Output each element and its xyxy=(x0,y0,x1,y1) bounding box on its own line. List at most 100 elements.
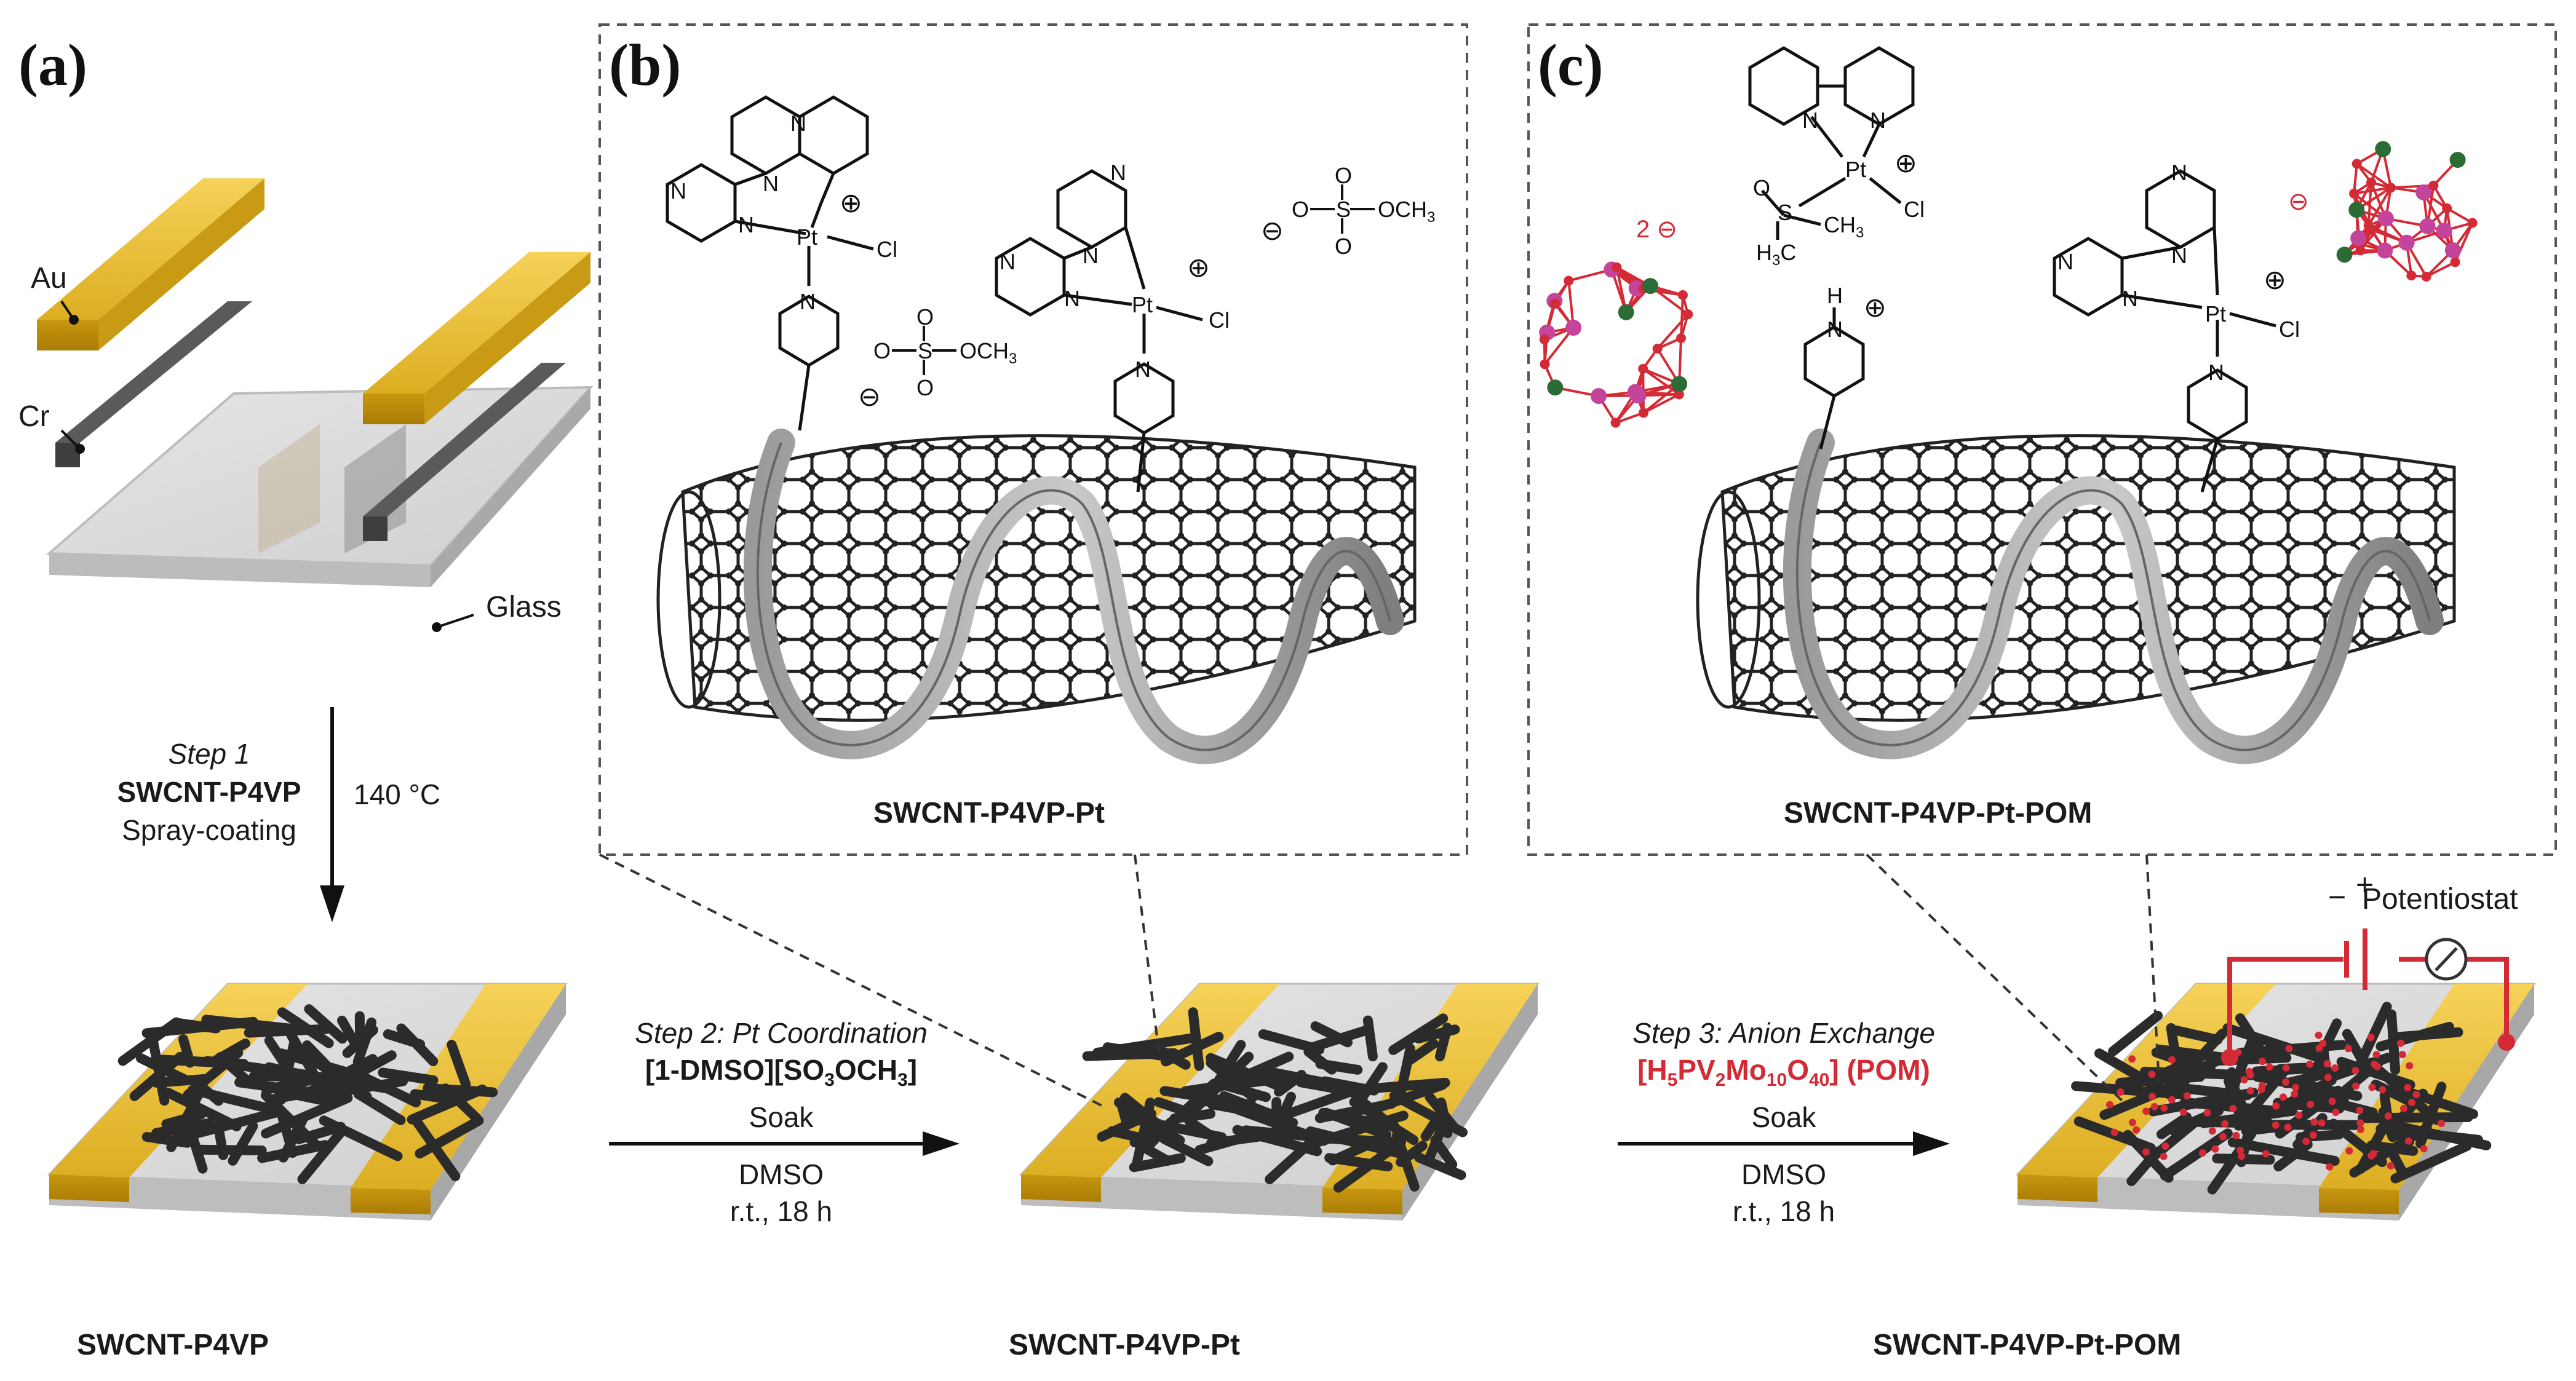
pom-dot xyxy=(2315,1044,2323,1052)
pom-dot xyxy=(2323,1060,2331,1068)
nanotube-c xyxy=(1696,429,2456,764)
au-right-strip xyxy=(363,252,590,394)
cation-charge: ⊕ xyxy=(2264,265,2286,295)
pom-atom xyxy=(1540,359,1550,370)
pom-dot xyxy=(2265,1063,2273,1071)
nanotube xyxy=(297,1125,348,1184)
pom-dot xyxy=(2246,1087,2254,1094)
nanotube xyxy=(1188,1007,1204,1071)
nanotube xyxy=(304,1004,348,1044)
pom-atom xyxy=(1630,387,1647,404)
panel-label-c: (c) xyxy=(1538,32,1604,98)
pom-dot xyxy=(2397,1039,2405,1047)
nanotube xyxy=(2300,1078,2343,1100)
pom-dot xyxy=(2292,1083,2299,1091)
pom-dot xyxy=(2309,1131,2317,1139)
pom-atom xyxy=(2366,177,2376,188)
pom-atom xyxy=(1618,304,1634,320)
pom-atom xyxy=(2377,242,2393,259)
nanotube xyxy=(2157,1112,2192,1139)
pom-atom xyxy=(2436,223,2452,239)
pom-dot xyxy=(2161,1142,2169,1150)
pom-atom xyxy=(1564,275,1574,286)
nanotube xyxy=(2384,1119,2492,1150)
pom-dot xyxy=(2404,1084,2412,1091)
nanotube xyxy=(2123,1130,2174,1183)
pom-dot xyxy=(2246,1071,2254,1079)
device-swcnt-p4vp-pt-pom xyxy=(2015,928,2536,1221)
pom-cluster-2minus xyxy=(1539,261,1693,428)
pom-dot xyxy=(2229,1104,2237,1112)
nanotube xyxy=(163,1088,242,1131)
step2-text: Step 2: Pt Coordination [1-DMSO][SO3OCH3… xyxy=(590,1015,972,1136)
pom-dot xyxy=(2117,1088,2125,1096)
pom-atom xyxy=(1642,278,1659,295)
pom-dot xyxy=(2379,1086,2387,1094)
nanotube-b xyxy=(656,429,1417,764)
inset-label-c: SWCNT-P4VP-Pt-POM xyxy=(1784,797,2093,829)
atom-n: N xyxy=(800,289,816,314)
nanotube xyxy=(2375,1021,2454,1051)
electrode-contact-left xyxy=(2221,1049,2238,1066)
pom-atom xyxy=(2377,210,2394,227)
pom-atom xyxy=(2449,152,2466,168)
methyl-group: H3C xyxy=(1756,240,1797,269)
atom-cl: Cl xyxy=(877,237,897,262)
pom-dot xyxy=(2310,1118,2318,1126)
pom-dot xyxy=(2142,1107,2150,1115)
nanotube xyxy=(2099,1076,2190,1120)
nanotube xyxy=(1274,1070,1306,1097)
nanotube xyxy=(1434,1023,1452,1062)
pom-dot xyxy=(2326,1163,2334,1171)
nanotube xyxy=(1388,1013,1449,1055)
step2-solvent: DMSO xyxy=(739,1158,824,1190)
nanotube xyxy=(1153,1044,1191,1070)
nanotube xyxy=(2222,1023,2323,1062)
inset-box-b xyxy=(598,23,1468,856)
cr-right-strip xyxy=(363,363,566,516)
nanotube xyxy=(1207,1099,1288,1122)
step3-text: Step 3: Anion Exchange [H5PV2Mo10O40] (P… xyxy=(1593,1015,1974,1136)
pom-dot xyxy=(2315,1031,2323,1039)
step2-conditions: DMSO r.t., 18 h xyxy=(590,1156,972,1230)
pom-dot xyxy=(2357,1125,2364,1133)
pom-dot xyxy=(2238,1152,2246,1160)
pom-dot xyxy=(2282,1078,2290,1086)
pom-dot xyxy=(2352,1082,2360,1090)
atom-n: N xyxy=(738,212,754,237)
pom-atom xyxy=(1565,320,1582,336)
atom-o: O xyxy=(1753,175,1771,200)
step1-material: SWCNT-P4VP xyxy=(117,776,301,808)
pom-dot xyxy=(2332,1109,2340,1116)
pom-dot xyxy=(2272,1121,2280,1129)
pom-dot xyxy=(2284,1123,2292,1131)
nanotube xyxy=(1271,1097,1282,1144)
atom-cl: Cl xyxy=(2279,317,2300,342)
nanotube xyxy=(337,1015,360,1050)
pom-atom xyxy=(1539,334,1549,344)
pom-dot xyxy=(2351,1067,2359,1075)
atom-cl: Cl xyxy=(1904,197,1925,222)
atom-n: N xyxy=(2171,160,2187,185)
step1-method: Spray-coating xyxy=(122,814,296,846)
nanotube xyxy=(348,1067,421,1107)
pom-atom xyxy=(2375,141,2391,157)
nanotube-network xyxy=(1082,1007,1468,1193)
nanotube xyxy=(2366,1141,2419,1156)
pom-dot xyxy=(2328,1098,2336,1106)
pom-atom xyxy=(1652,344,1663,354)
step3-title: Step 3: Anion Exchange xyxy=(1632,1017,1935,1049)
pom-atom xyxy=(1638,363,1648,374)
methoxy-group: OCH3 xyxy=(1378,197,1436,226)
atom-o: O xyxy=(916,304,934,330)
nanotube xyxy=(2342,1029,2374,1077)
atom-n: N xyxy=(1083,243,1099,268)
pom-atom xyxy=(2348,202,2365,218)
pom-atom xyxy=(1547,379,1564,396)
cr-label: Cr xyxy=(18,400,50,433)
nanotube xyxy=(266,1086,319,1104)
pom-dot xyxy=(2148,1070,2156,1078)
nanotube xyxy=(2170,1025,2223,1045)
pom-dot xyxy=(2199,1149,2206,1157)
pom-bond xyxy=(2367,187,2392,226)
